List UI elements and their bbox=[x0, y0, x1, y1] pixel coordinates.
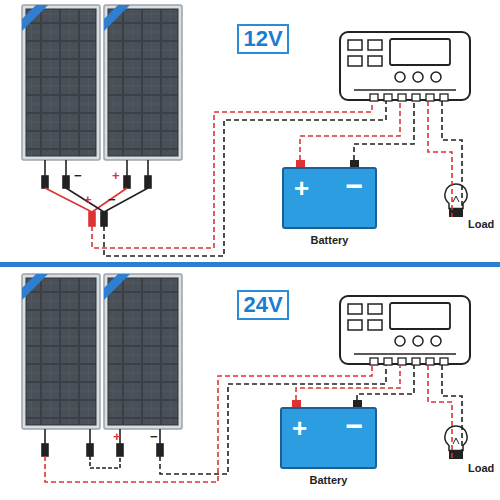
terminal-sign: − bbox=[345, 171, 363, 201]
battery: +−Battery bbox=[280, 407, 377, 469]
terminal-sign: − bbox=[345, 411, 363, 441]
voltage-label: 12V bbox=[243, 26, 282, 52]
battery: +−Battery bbox=[282, 167, 377, 229]
polarity-sign: + bbox=[113, 429, 121, 444]
polarity-sign: + bbox=[112, 168, 120, 183]
voltage-label: 24V bbox=[243, 292, 282, 318]
load-bulb: Load bbox=[438, 180, 492, 230]
battery-label: Battery bbox=[282, 475, 375, 486]
polarity-sign: + bbox=[84, 192, 92, 207]
polarity-sign: − bbox=[108, 192, 116, 207]
voltage-box: 12V bbox=[237, 24, 289, 54]
voltage-box: 24V bbox=[237, 290, 289, 320]
polarity-sign: − bbox=[150, 429, 158, 444]
battery-label: Battery bbox=[284, 235, 375, 246]
terminal-sign: + bbox=[294, 175, 309, 201]
load-label: Load bbox=[468, 218, 494, 230]
terminal-sign: + bbox=[292, 415, 307, 441]
polarity-sign: − bbox=[74, 168, 82, 183]
load-label: Load bbox=[468, 462, 494, 474]
load-bulb: Load bbox=[438, 422, 492, 474]
